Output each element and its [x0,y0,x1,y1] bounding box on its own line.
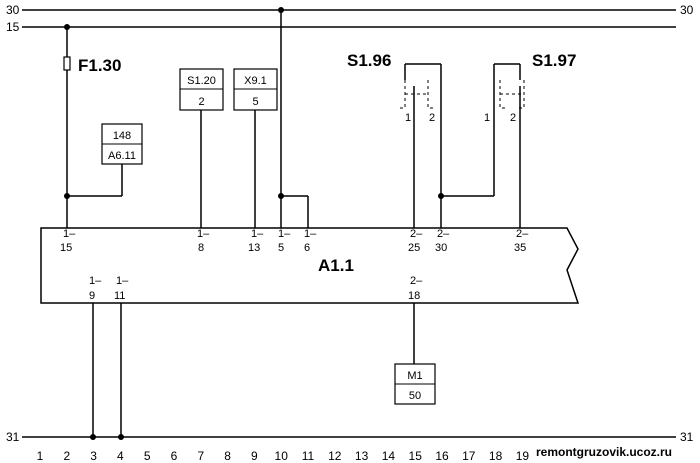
switch-s1-96-dashed [398,80,406,109]
grid-number: 13 [355,449,369,463]
grid-number: 7 [197,449,204,463]
pin-conn: 1– [278,228,291,240]
module-bottom-pins: 1– 9 1– 11 2– 18 [89,275,423,302]
switch-s1-96-pin-2: 2 [429,112,435,124]
pin-number: 6 [304,242,310,254]
switch-s1-96-label: S1.96 [347,51,391,70]
fuse-label: F1.30 [78,56,121,75]
grid-number: 17 [462,449,476,463]
junction-dot [118,434,124,440]
fuse-symbol [63,56,71,71]
pin-number: 11 [114,290,125,302]
switch-s1-97-label: S1.97 [532,51,576,70]
switch-s1-96-dashed [405,80,434,109]
module-top-pins: 1– 15 1– 8 1– 13 1– 5 1– 6 2– 25 2– 30 2… [60,228,529,254]
pin-conn: 1– [63,228,76,240]
pin-number: 30 [435,242,447,254]
grid-number: 8 [224,449,231,463]
grid-number: 16 [435,449,449,463]
junction-dot [438,193,444,199]
grid-number: 18 [489,449,503,463]
pin-conn: 1– [251,228,264,240]
grid-number: 6 [171,449,178,463]
rail-30-label-left: 30 [6,3,20,17]
pin-conn: 2– [410,275,423,287]
grid-number: 15 [409,449,423,463]
pin-number: 8 [198,242,204,254]
pin-conn: 1– [89,275,102,287]
pin-number: 15 [60,242,72,254]
switch-s1-97-pin-2: 2 [510,112,516,124]
grid-number: 19 [516,449,530,463]
pin-conn: 2– [437,228,450,240]
box-148-top: 148 [113,130,131,142]
box-s1-20-bottom: 2 [198,96,204,108]
pin-number: 5 [278,242,284,254]
rail-30-label-right: 30 [680,3,694,17]
pin-number: 25 [408,242,420,254]
grid-number: 3 [90,449,97,463]
pin-number: 13 [248,242,260,254]
grid-number: 12 [328,449,342,463]
watermark: remontgruzovik.ucoz.ru [536,445,672,459]
box-148-bottom: A6.11 [108,150,136,162]
switch-s1-97-dashed [499,80,506,109]
module-a1-1 [40,227,580,304]
pin-conn: 1– [304,228,317,240]
box-m1-bottom: 50 [409,390,421,402]
box-m1-top: M1 [407,370,422,382]
switch-s1-96-pin-1: 1 [405,112,411,124]
grid-number: 9 [251,449,258,463]
module-label: A1.1 [318,256,354,275]
grid-number: 5 [144,449,151,463]
switch-s1-97-pin-1: 1 [484,112,490,124]
pin-number: 18 [408,290,420,302]
grid-number: 4 [117,449,124,463]
junction-dot [90,434,96,440]
grid-number: 2 [63,449,70,463]
pin-conn: 2– [516,228,529,240]
pin-conn: 2– [410,228,423,240]
grid-number: 14 [382,449,396,463]
grid-number: 10 [275,449,289,463]
grid-number: 11 [302,449,315,463]
rail-31-label-right: 31 [680,430,694,444]
rail-15-label-left: 15 [6,20,20,34]
grid-number: 1 [37,449,44,463]
box-x9-1-top: X9.1 [244,75,267,87]
box-x9-1-bottom: 5 [252,96,258,108]
box-s1-20-top: S1.20 [187,75,216,87]
pin-number: 35 [514,242,526,254]
pin-conn: 1– [197,228,210,240]
pin-number: 9 [89,290,95,302]
junction-dot [64,193,70,199]
pin-conn: 1– [116,275,129,287]
rail-31-label-left: 31 [6,430,20,444]
